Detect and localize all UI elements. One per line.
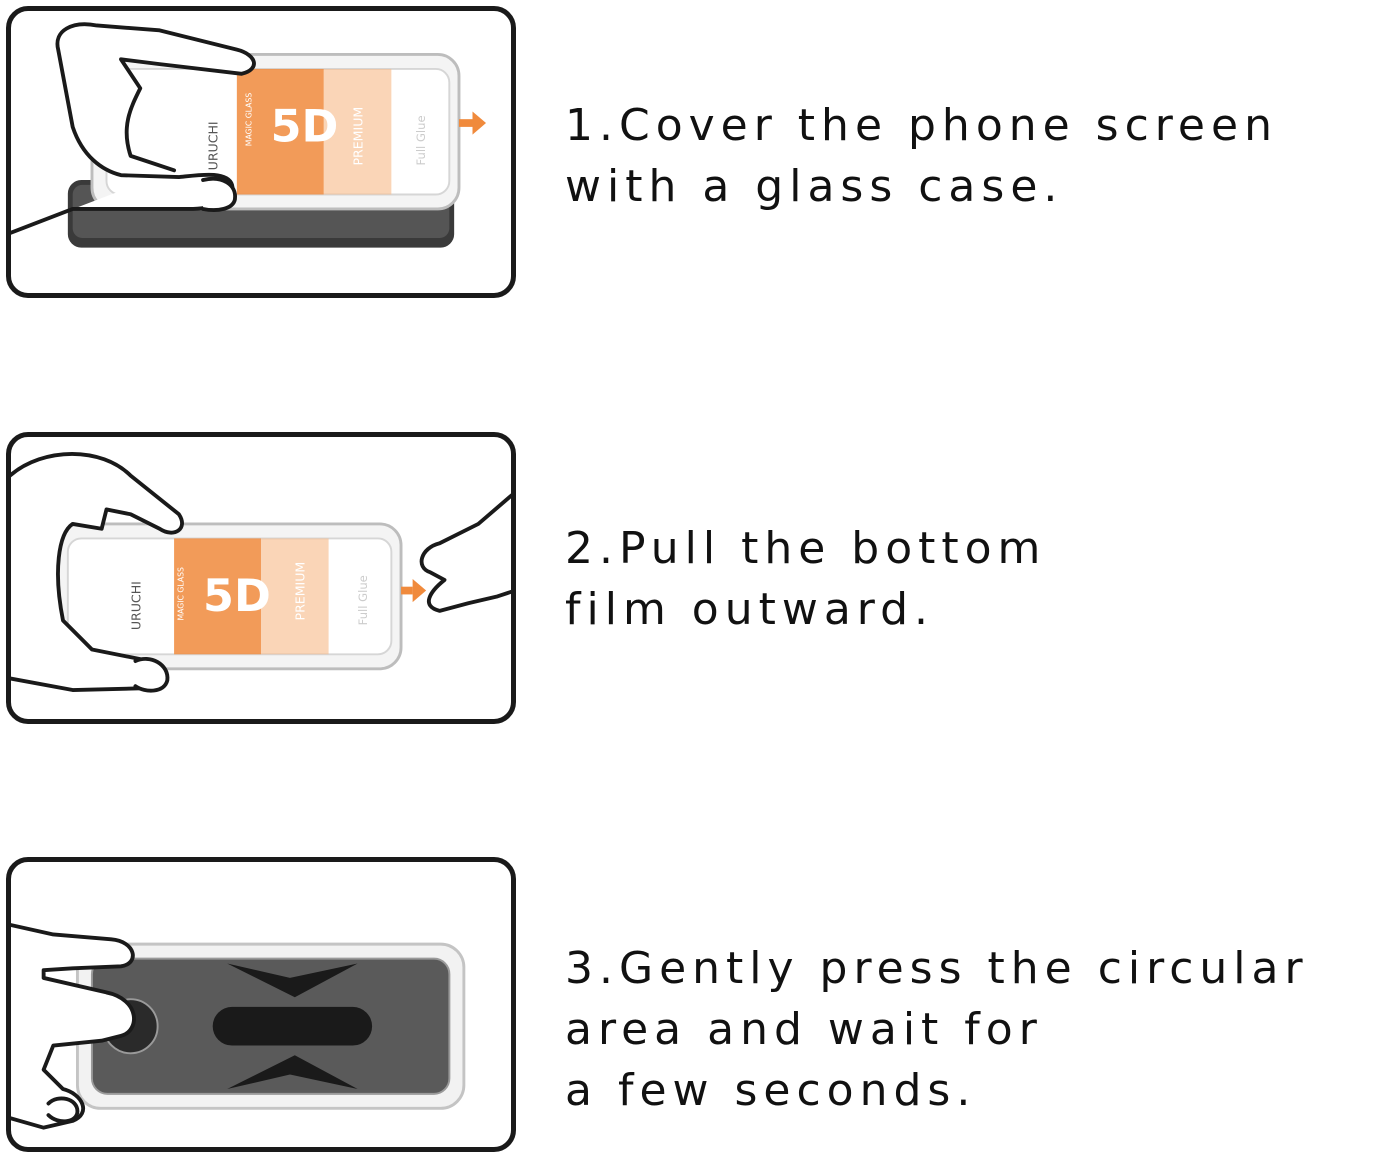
step-3-illustration bbox=[6, 857, 516, 1152]
svg-text:URUCHI: URUCHI bbox=[128, 581, 143, 630]
svg-text:PREMIUM: PREMIUM bbox=[292, 562, 307, 621]
hand-icon bbox=[11, 22, 256, 235]
svg-text:Full Glue: Full Glue bbox=[414, 115, 428, 165]
svg-text:PREMIUM: PREMIUM bbox=[350, 107, 365, 166]
step-1-caption-line-2: with a glass case. bbox=[565, 161, 1064, 212]
glass-case-icon bbox=[75, 942, 466, 1110]
step-1-illustration: 5D URUCHI PREMIUM Full Glue MAGIC GLASS bbox=[6, 6, 516, 298]
step-1-caption-line-1: 1.Cover the phone screen bbox=[565, 100, 1278, 151]
hand-icon bbox=[419, 493, 511, 613]
svg-text:MAGIC GLASS: MAGIC GLASS bbox=[177, 567, 186, 621]
svg-text:5D: 5D bbox=[271, 101, 339, 152]
step-1-image: 5D URUCHI PREMIUM Full Glue MAGIC GLASS bbox=[11, 22, 487, 248]
hand-icon bbox=[11, 451, 184, 693]
svg-text:Full Glue: Full Glue bbox=[356, 575, 370, 625]
svg-text:MAGIC GLASS: MAGIC GLASS bbox=[244, 93, 253, 147]
glass-case-icon: 5D URUCHI PREMIUM Full Glue MAGIC GLASS bbox=[51, 522, 403, 671]
step-2-illustration: 5D URUCHI PREMIUM Full Glue MAGIC GLASS bbox=[6, 432, 516, 724]
arrow-right-icon bbox=[401, 578, 427, 603]
svg-text:5D: 5D bbox=[203, 571, 271, 622]
hand-icon bbox=[11, 923, 136, 1130]
arrow-right-icon bbox=[458, 111, 487, 135]
step-3-caption: 3.Gently press the circular area and wai… bbox=[565, 938, 1309, 1121]
step-3-caption-line-2: area and wait for bbox=[565, 1004, 1043, 1055]
step-2-image: 5D URUCHI PREMIUM Full Glue MAGIC GLASS bbox=[11, 451, 511, 693]
step-3-caption-line-1: 3.Gently press the circular bbox=[565, 943, 1309, 994]
step-2-caption: 2.Pull the bottom film outward. bbox=[565, 518, 1046, 640]
step-3-image bbox=[11, 923, 466, 1130]
step-1-caption: 1.Cover the phone screen with a glass ca… bbox=[565, 95, 1278, 217]
step-3-caption-line-3: a few seconds. bbox=[565, 1065, 977, 1116]
step-2-caption-line-2: film outward. bbox=[565, 584, 935, 635]
step-2-caption-line-1: 2.Pull the bottom bbox=[565, 523, 1047, 574]
svg-text:URUCHI: URUCHI bbox=[206, 121, 221, 170]
